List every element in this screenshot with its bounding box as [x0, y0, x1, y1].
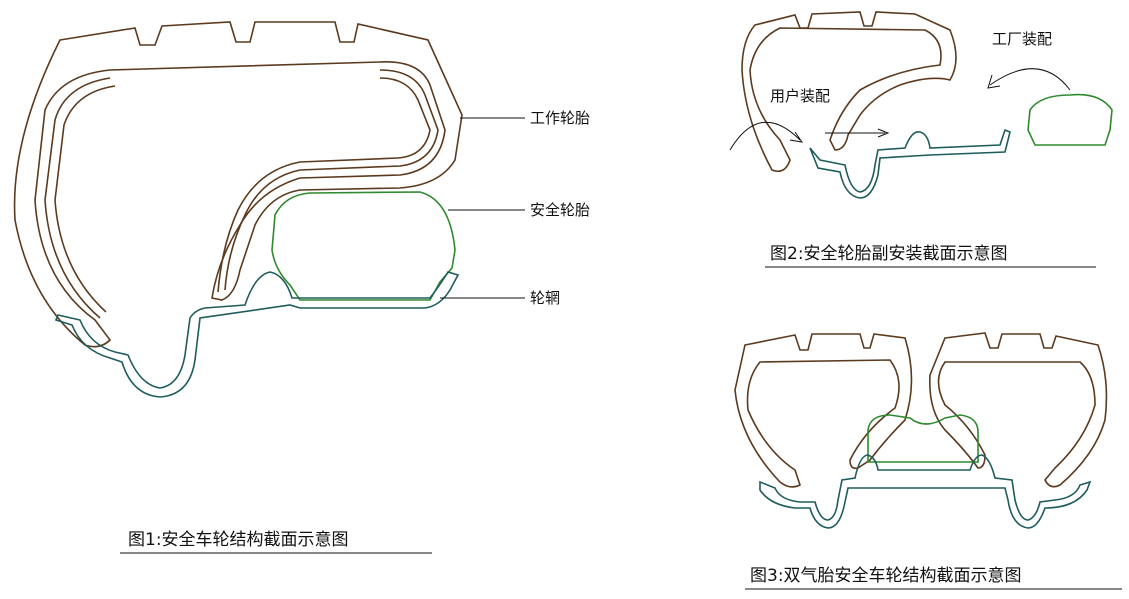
figure-2-caption: 图2:安全轮胎副安装截面示意图 [770, 244, 1008, 264]
working-tire-section [13, 21, 463, 348]
safety-tire-section [271, 191, 456, 301]
arrow-factory-assembly [987, 68, 1071, 91]
label-factory-assembly: 工厂装配 [992, 30, 1052, 48]
label-user-assembly: 用户装配 [770, 87, 830, 105]
figure-2: 工厂装配 用户装配 图2:安全轮胎副安装截面示意图 [729, 11, 1113, 268]
figure-3-caption: 图3:双气胎安全车轮结构截面示意图 [750, 566, 1022, 586]
safety-tire-section [1027, 93, 1113, 146]
figure-1-caption: 图1:安全车轮结构截面示意图 [128, 530, 349, 550]
safety-tire-section [867, 414, 979, 463]
arrow-user-assembly [825, 128, 890, 138]
label-working-tire: 工作轮胎 [530, 109, 590, 127]
tire-section [741, 11, 957, 173]
figure-3: 图3:双气胎安全车轮结构截面示意图 [734, 332, 1122, 590]
right-tire-section [928, 332, 1108, 488]
figure-1: 工作轮胎 安全轮胎 轮辋 图1:安全车轮结构截面示意图 [13, 21, 590, 554]
label-rim: 轮辋 [530, 289, 560, 307]
left-tire-section [734, 333, 913, 488]
label-safety-tire: 安全轮胎 [530, 201, 590, 219]
rim-section [54, 271, 460, 398]
arrow-user-curve [729, 121, 804, 151]
rim-section [809, 128, 1011, 199]
rim-section [759, 454, 1092, 529]
